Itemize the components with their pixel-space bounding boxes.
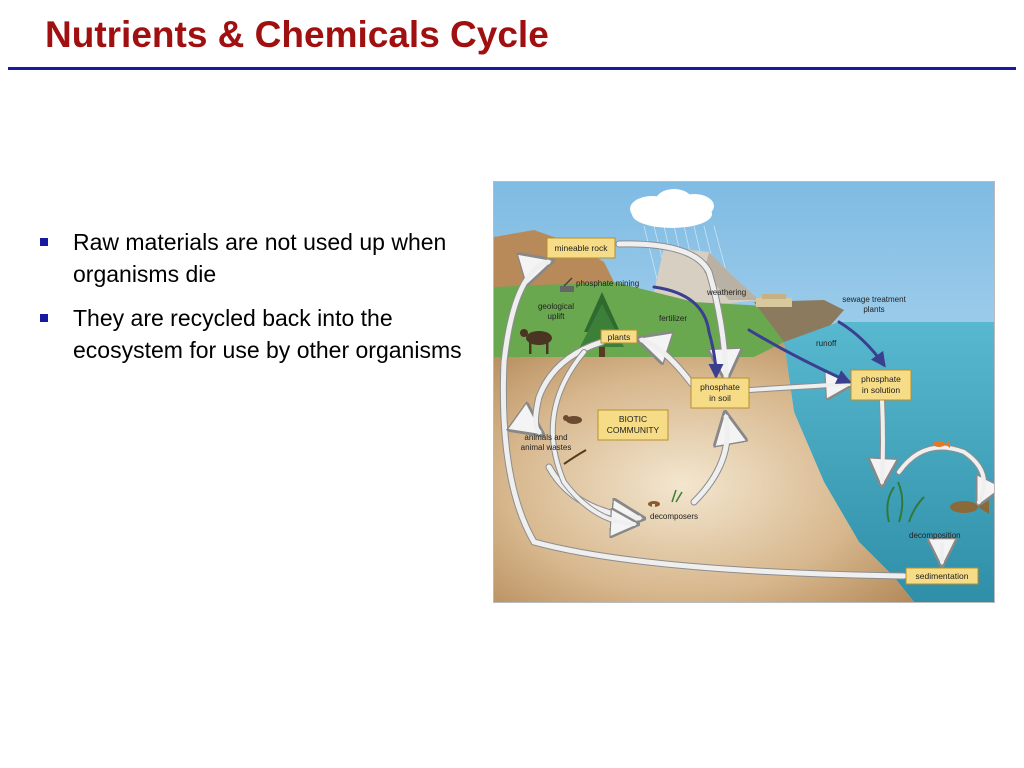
leaching-arrow-fill xyxy=(748,382,851,392)
centipede-icon xyxy=(563,449,587,465)
title-divider xyxy=(8,67,1016,70)
phosphate-in-soil-label-line1: phosphate xyxy=(700,382,740,392)
moose-icon xyxy=(520,329,552,354)
mining-rig-icon xyxy=(560,277,574,292)
slide-title: Nutrients & Chemicals Cycle xyxy=(45,14,549,55)
sewage-treatment-label-line1: sewage treatment xyxy=(842,295,906,304)
small-fish-icon xyxy=(933,440,950,448)
bullet-text: Raw materials are not used up when organ… xyxy=(73,229,447,287)
soil-cross-section xyxy=(494,342,914,602)
weathering-arrow-fill xyxy=(616,241,729,379)
biotic-community-box: BIOTIC COMMUNITY xyxy=(597,409,669,441)
geological-uplift-label-line2: uplift xyxy=(548,312,566,321)
runoff-arrow xyxy=(747,328,852,384)
biotic-community-label-line2: COMMUNITY xyxy=(607,425,660,435)
animals-label-line1: animals and xyxy=(524,433,567,442)
mushroom-icon xyxy=(648,489,683,510)
seaweed-icon xyxy=(886,481,925,523)
phosphate-in-soil-label-line2: in soil xyxy=(709,393,731,403)
square-bullet-icon xyxy=(40,238,48,246)
phosphate-in-solution-label-line2: in solution xyxy=(862,385,901,395)
bullet-item: They are recycled back into the ecosyste… xyxy=(40,302,480,366)
sewage-treatment-label-line2: plants xyxy=(863,305,884,314)
bullet-list: Raw materials are not used up when organ… xyxy=(40,226,480,378)
uptake-arrow-fill xyxy=(639,337,695,387)
decomposition-label: decomposition xyxy=(909,531,961,540)
biotic-community-label-line1: BIOTIC xyxy=(619,414,647,424)
animals-label-line2: animal wastes xyxy=(521,443,572,452)
grassland xyxy=(494,282,839,357)
sewage-plant-icon xyxy=(756,294,792,307)
geological-uplift-label-line1: geological xyxy=(538,302,574,311)
mineable-rock-label: mineable rock xyxy=(555,243,609,253)
square-bullet-icon xyxy=(40,314,48,322)
fertilizer-label: fertilizer xyxy=(659,314,687,323)
mineralization-arrow-fill xyxy=(691,414,730,505)
mineable-rock-box: mineable rock xyxy=(546,237,616,259)
plants-box: plants xyxy=(600,329,638,344)
mountain-shadow xyxy=(704,252,759,300)
weathering-label: weathering xyxy=(706,288,746,297)
fish-icon xyxy=(950,500,989,514)
phosphate-in-solution-box: phosphate in solution xyxy=(850,369,912,401)
runoff-label: runoff xyxy=(816,339,837,348)
uplift-arrow-fill xyxy=(500,259,907,579)
aquatic-cycle-arrow-fill xyxy=(897,445,986,504)
aquatic-uptake-arrow-fill xyxy=(880,398,885,484)
plants-label: plants xyxy=(608,332,631,342)
sewage-arrow xyxy=(837,320,886,368)
decomposers-label: decomposers xyxy=(650,512,698,521)
mouse-icon xyxy=(563,415,582,424)
bullet-item: Raw materials are not used up when organ… xyxy=(40,226,480,290)
sedimentation-label: sedimentation xyxy=(916,571,969,581)
phosphorus-cycle-diagram: mineable rock plants phosphate in soil p… xyxy=(493,181,995,603)
plant-death-arrow-fill xyxy=(550,350,636,526)
shore-cliff xyxy=(754,300,844,342)
sedimentation-box: sedimentation xyxy=(905,567,979,585)
bullet-text: They are recycled back into the ecosyste… xyxy=(73,305,462,363)
phosphate-mining-label: phosphate mining xyxy=(576,279,639,288)
mining-fertilizer-arrow xyxy=(652,285,724,379)
phosphate-in-solution-label-line1: phosphate xyxy=(861,374,901,384)
consumption-arrow-fill xyxy=(533,339,605,435)
phosphate-in-soil-box: phosphate in soil xyxy=(690,377,750,409)
cloud-icon xyxy=(630,189,714,228)
